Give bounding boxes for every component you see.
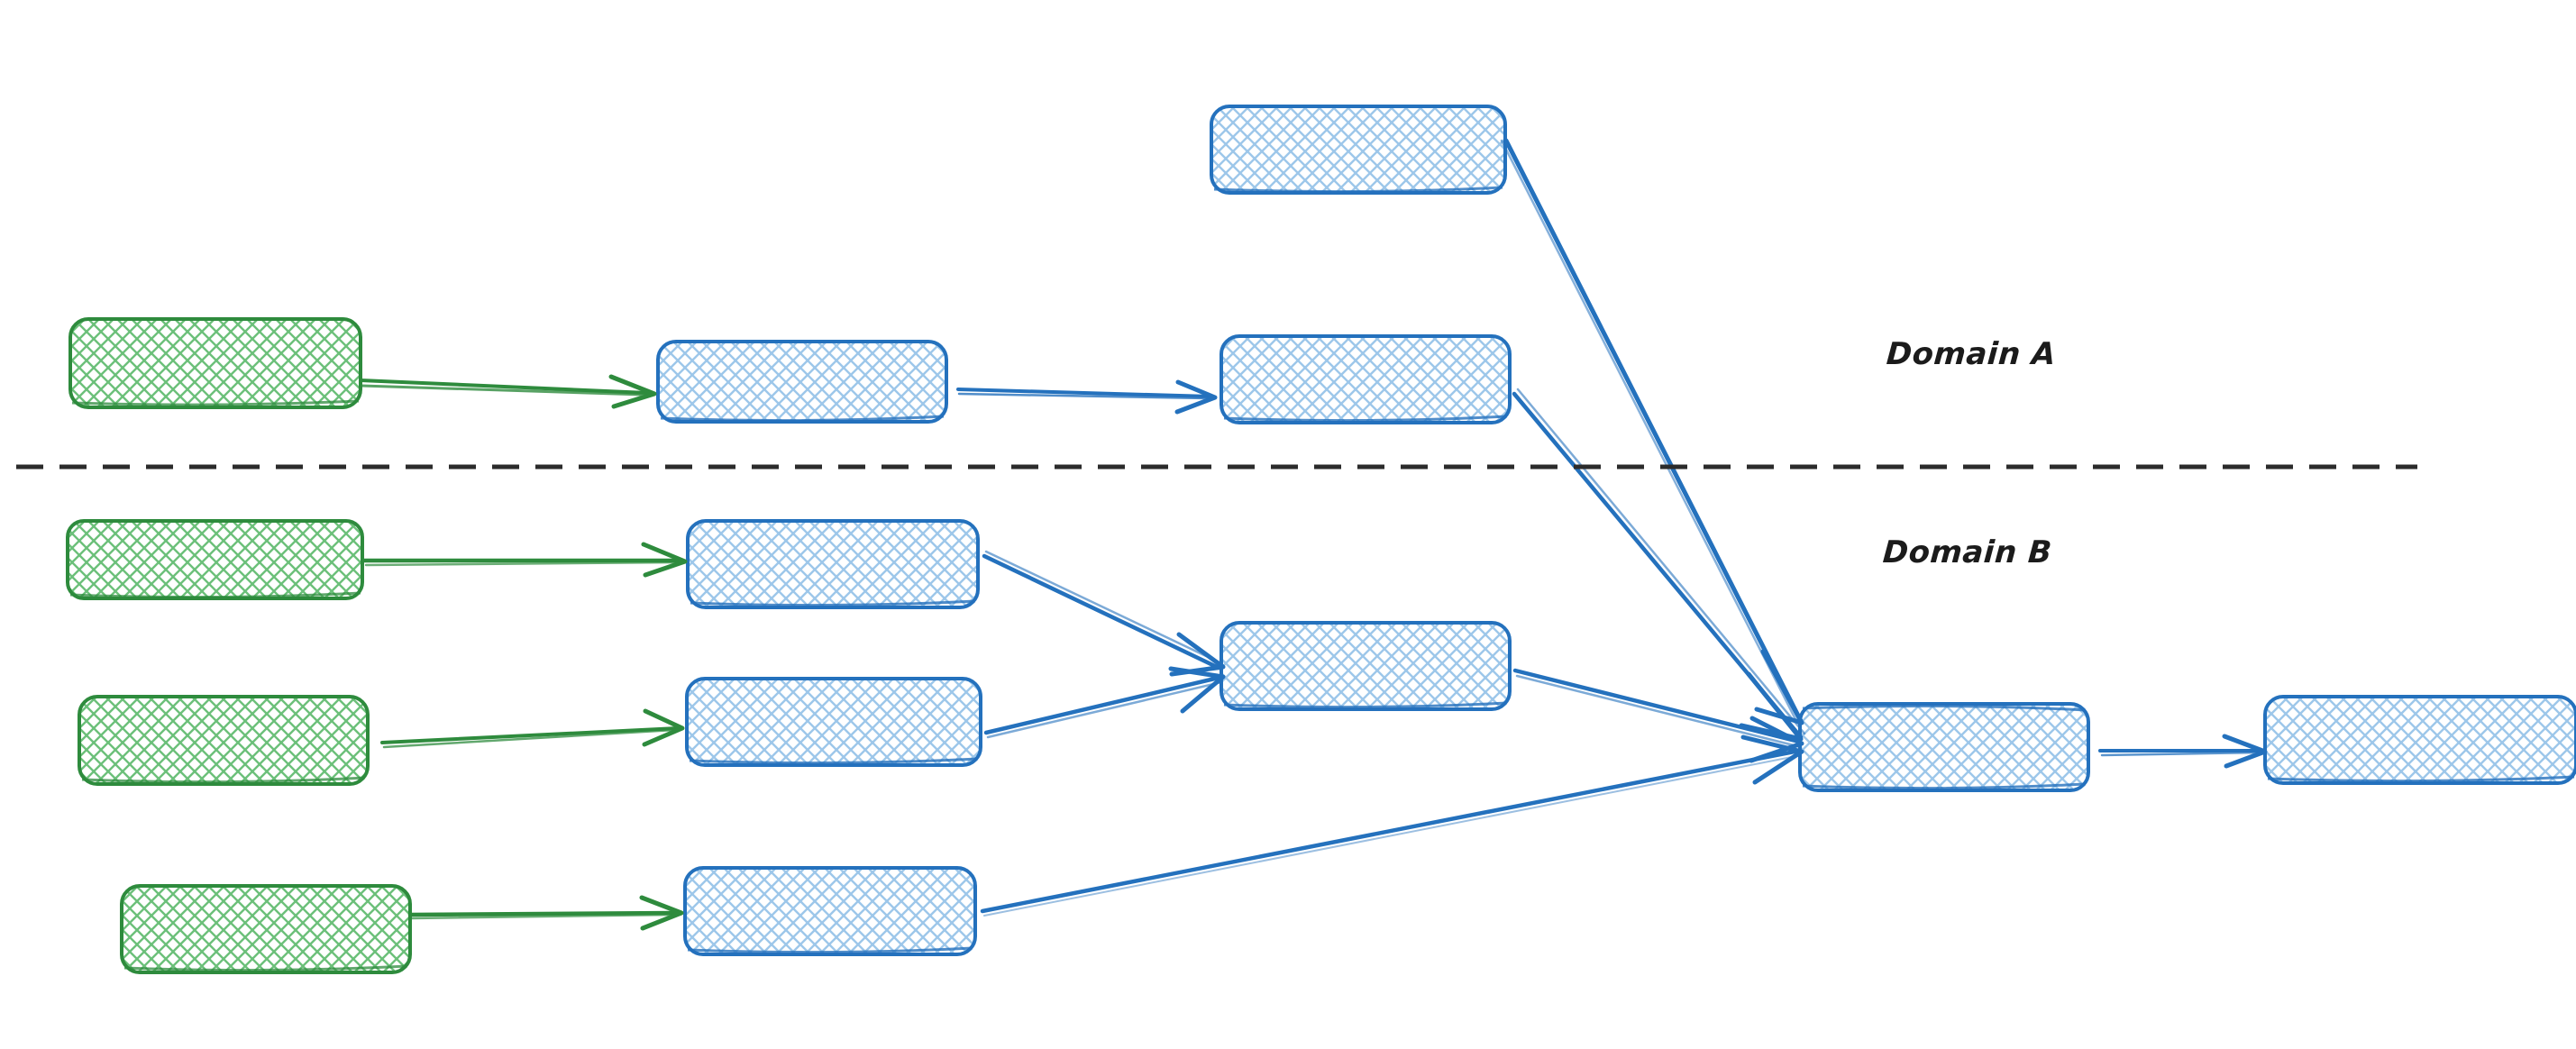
node-blue-out[interactable] — [2263, 695, 2576, 785]
edge-green-4 — [407, 895, 684, 931]
edge-blue-top-hub — [1500, 138, 1804, 725]
edge-blue-a2-hub — [1512, 388, 1806, 742]
domain-b-label: Domain B — [1881, 534, 2053, 570]
node-green-1[interactable] — [69, 317, 362, 409]
node-blue-a1[interactable] — [656, 340, 948, 424]
node-blue-mid[interactable] — [1219, 621, 1512, 711]
node-blue-b3[interactable] — [683, 866, 977, 956]
node-green-2[interactable] — [66, 519, 364, 600]
edge-blue-hub-out — [2098, 734, 2268, 769]
node-blue-b1[interactable] — [686, 519, 980, 609]
edge-green-1 — [359, 374, 657, 409]
edge-blue-b2-mid — [983, 666, 1226, 739]
node-blue-b2[interactable] — [685, 677, 982, 767]
domain-a-label: Domain A — [1885, 336, 2058, 372]
node-green-3[interactable] — [78, 695, 370, 786]
edge-green-3 — [380, 708, 685, 749]
node-blue-top[interactable] — [1210, 105, 1507, 195]
edge-blue-b3-hub — [980, 734, 1804, 917]
node-blue-a2[interactable] — [1219, 334, 1512, 424]
edge-blue-b1-mid — [982, 550, 1226, 677]
node-blue-hub[interactable] — [1798, 702, 2090, 792]
edge-green-2 — [361, 542, 688, 578]
edge-blue-a1-a2 — [956, 379, 1218, 415]
node-green-4[interactable] — [120, 884, 412, 974]
